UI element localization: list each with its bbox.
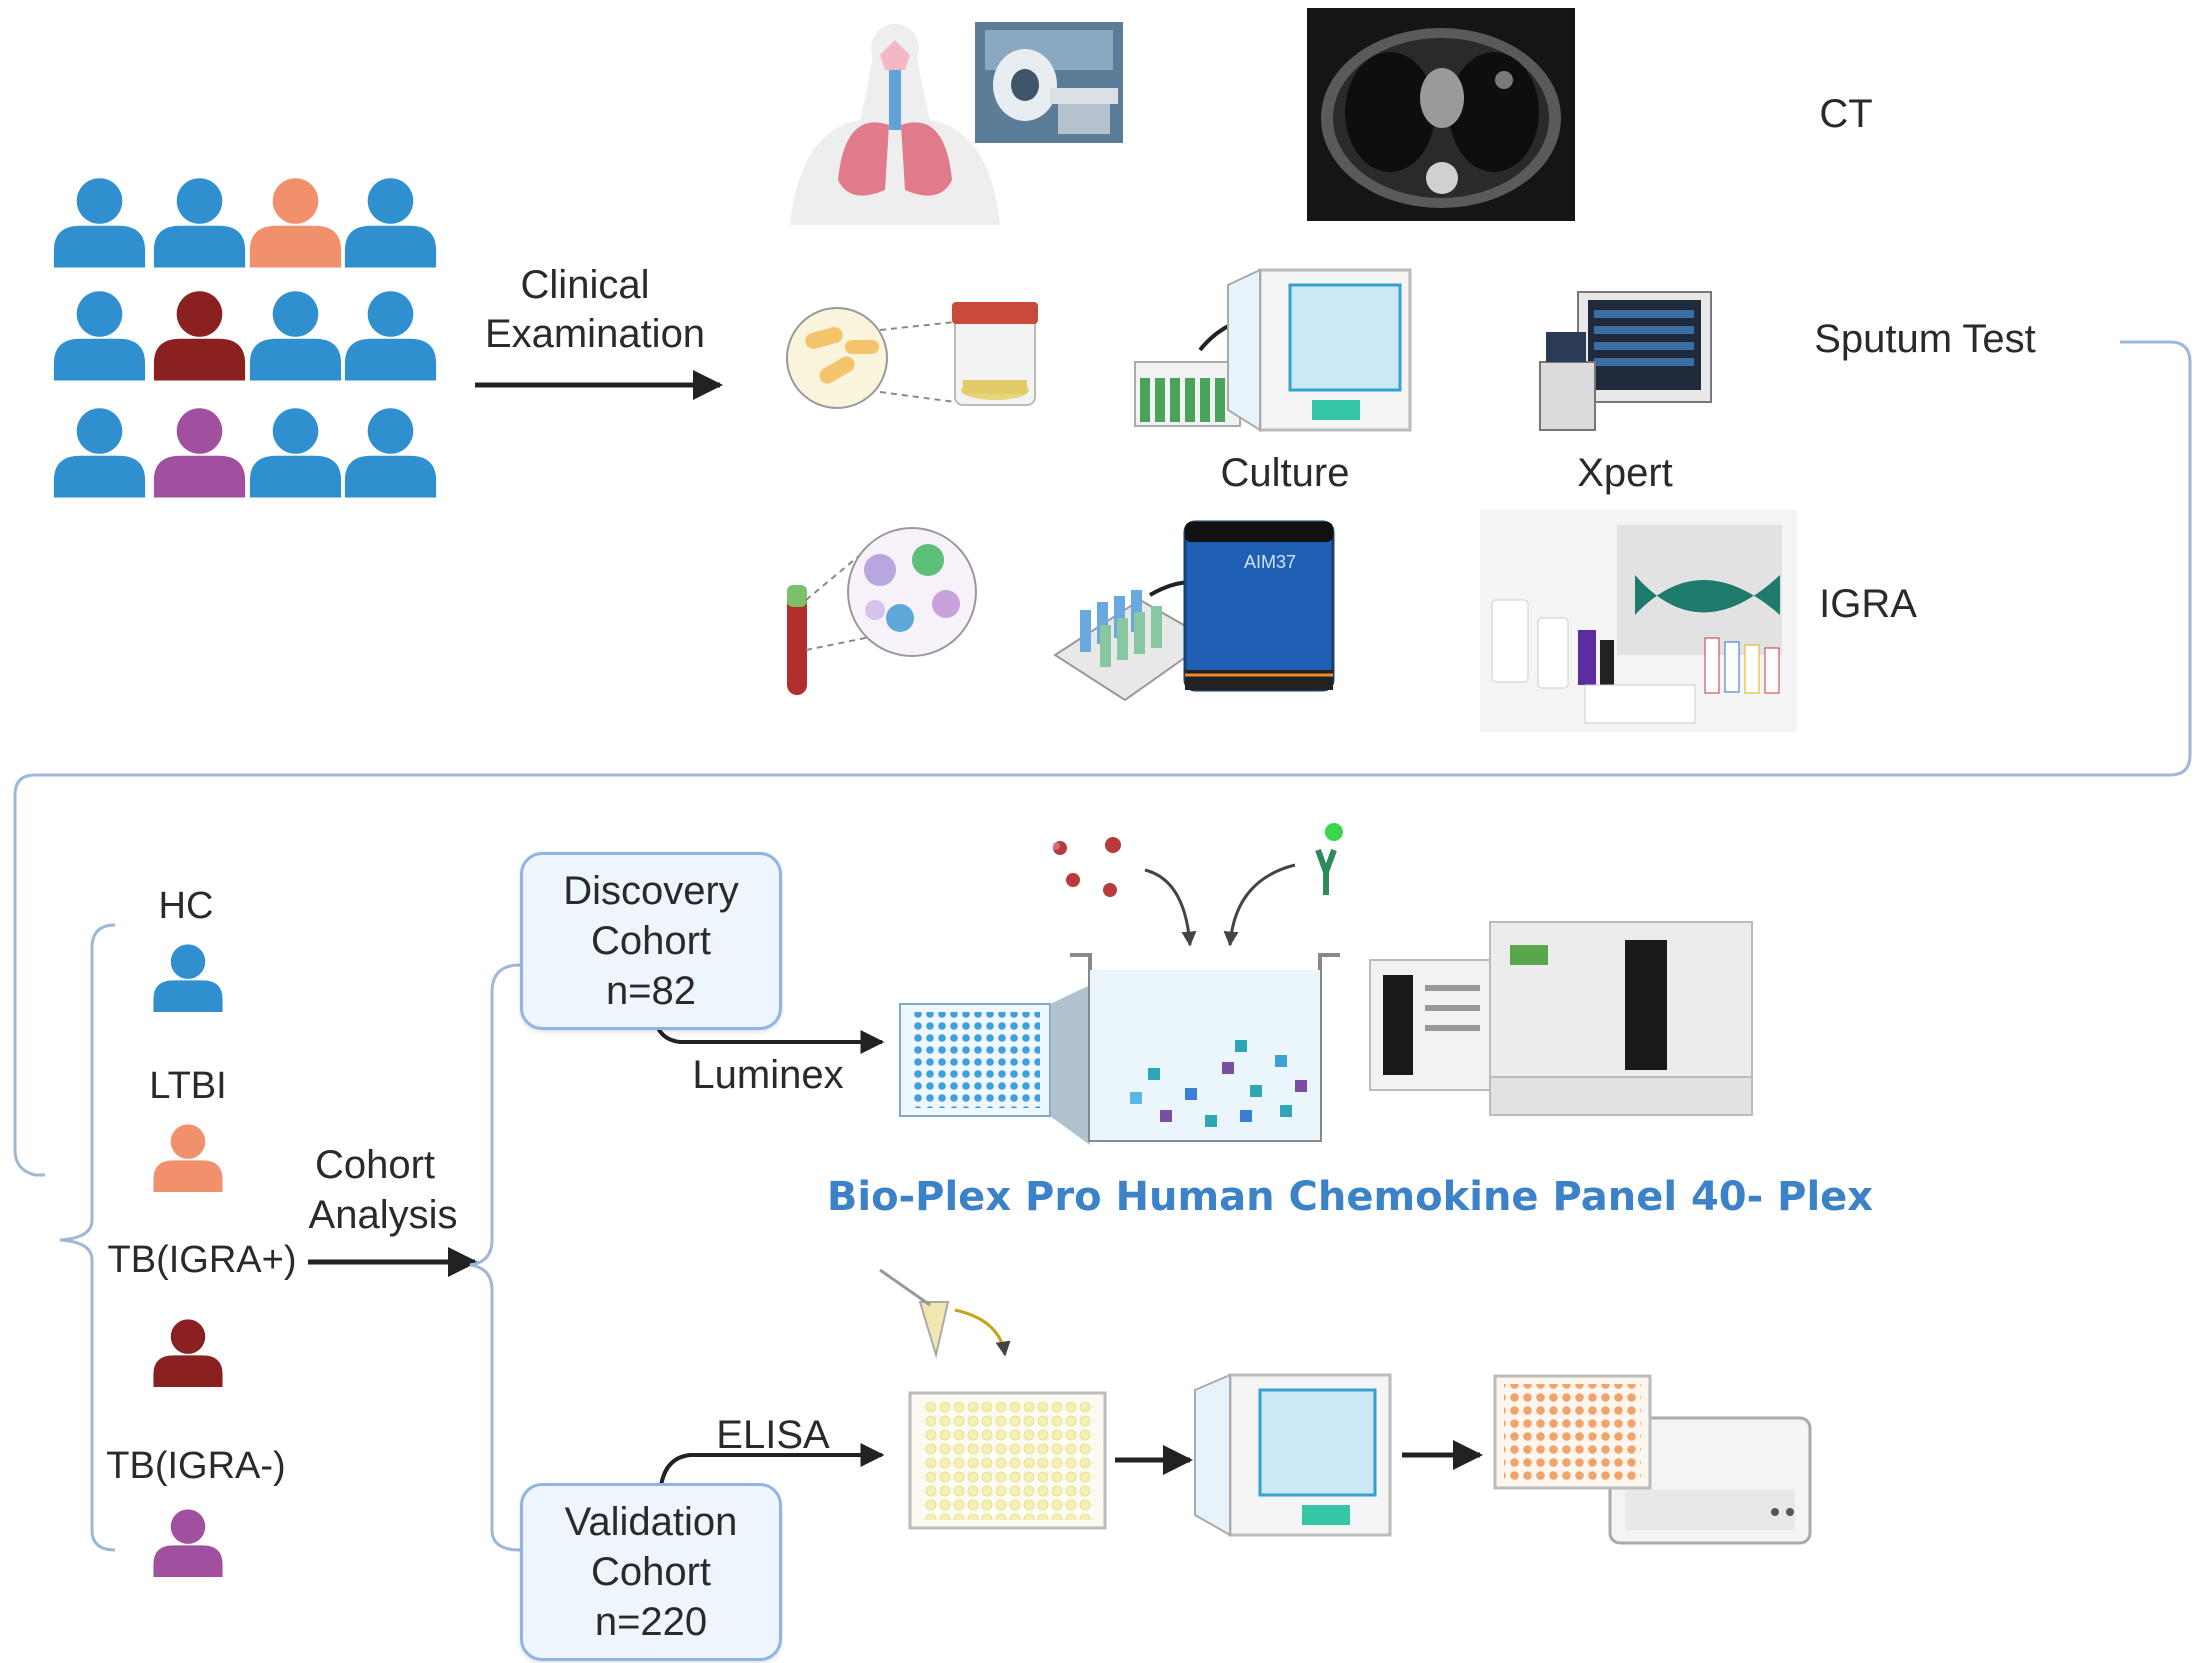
analyzer-aim37-icon	[1183, 520, 1335, 692]
person-icon	[249, 408, 342, 498]
panel-title: Bio-Plex Pro Human Chemokine Panel 40- P…	[827, 1174, 1873, 1220]
luminex-plate-icon	[899, 985, 1090, 1145]
ct-scanner-photo	[975, 22, 1123, 143]
bacteria-dish-icon	[786, 307, 956, 409]
elisa-plate-icon	[908, 1391, 1107, 1530]
clinical-line2: Examination	[485, 312, 705, 356]
groups-bracket	[59, 923, 116, 1552]
person-icon	[249, 178, 342, 268]
cells-magnified-icon	[847, 527, 977, 657]
person-icon	[153, 408, 246, 498]
person-icon	[53, 291, 146, 381]
xpert-label: Xpert	[1577, 451, 1673, 495]
hc-person-icon	[153, 944, 223, 1012]
analyte-particles-icon	[1052, 837, 1121, 897]
antibody-icon	[1315, 823, 1343, 895]
person-icon	[53, 408, 146, 498]
tb-positive-person-icon	[153, 1319, 223, 1387]
culture-tubes-icon	[1134, 361, 1241, 427]
section-connector	[13, 340, 2192, 1177]
blood-tube-icon	[787, 554, 881, 695]
lungs-icon	[790, 24, 1000, 225]
pipette-tip-icon	[879, 1268, 950, 1359]
population-grid	[53, 178, 437, 498]
ltbi-person-icon	[153, 1124, 223, 1192]
plate-reader-icon	[1493, 1374, 1812, 1545]
person-icon	[344, 178, 437, 268]
pipette-arrow	[954, 1308, 1011, 1357]
cohort-analysis-line1: Cohort	[315, 1143, 435, 1187]
person-icon	[344, 291, 437, 381]
antibody-arrow	[1223, 863, 1296, 947]
person-icon	[344, 408, 437, 498]
bioplex-system-icon	[1369, 921, 1753, 1116]
validation-line1: Validation	[564, 1500, 738, 1544]
elisa-incubator-icon	[1194, 1373, 1392, 1537]
person-icon	[53, 178, 146, 268]
ct-scan-image	[1307, 8, 1575, 221]
bead-well-icon	[1070, 953, 1340, 1142]
discovery-n: n=82	[605, 969, 697, 1013]
culture-label: Culture	[1221, 451, 1350, 495]
ltbi-label: LTBI	[149, 1065, 226, 1107]
discovery-line1: Discovery	[563, 869, 739, 913]
clinical-line1: Clinical	[521, 263, 650, 307]
sputum-jar-icon	[952, 302, 1038, 406]
person-icon	[153, 291, 246, 381]
discovery-line2: Cohort	[590, 919, 712, 963]
luminex-label: Luminex	[692, 1053, 843, 1097]
validation-n: n=220	[594, 1600, 708, 1644]
person-icon	[153, 178, 246, 268]
validation-line2: Cohort	[590, 1550, 712, 1594]
incubator-icon	[1227, 268, 1412, 432]
analyzer-label: AIM37	[1244, 552, 1296, 572]
discovery-cohort-box: Discovery Cohort n=82	[520, 852, 782, 1030]
validation-cohort-box: Validation Cohort n=220	[520, 1483, 782, 1661]
tb-negative-person-icon	[153, 1509, 223, 1577]
cohort-split-bracket	[469, 963, 521, 1552]
sputum-label: Sputum Test	[1814, 317, 2036, 361]
ct-label: CT	[1819, 92, 1872, 136]
igra-label: IGRA	[1819, 582, 1917, 626]
tb-negative-label: TB(IGRA-)	[106, 1445, 285, 1487]
xpert-instrument-icon	[1539, 291, 1712, 431]
cohort-analysis-line2: Analysis	[309, 1193, 458, 1237]
elisa-label: ELISA	[716, 1413, 830, 1457]
hc-label: HC	[159, 885, 214, 927]
tb-positive-label: TB(IGRA+)	[108, 1239, 297, 1281]
igra-kit-photo	[1480, 510, 1797, 732]
analyte-arrow	[1144, 868, 1197, 947]
person-icon	[249, 291, 342, 381]
